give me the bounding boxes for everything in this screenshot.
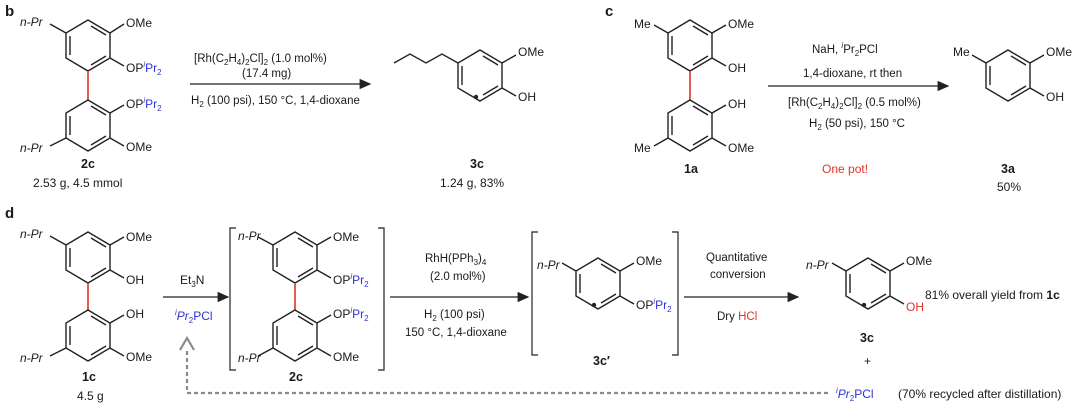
int2-ome: OMe: [636, 254, 662, 268]
prod-c-yield: 50%: [997, 180, 1021, 194]
d-prod-npr: n-Pr: [806, 258, 830, 272]
base-et3n: Et3N: [180, 273, 204, 289]
recycled-ipr2pcl: iPr2PCl: [836, 386, 874, 403]
panel-label-d: d: [5, 205, 14, 222]
int-npr-bot: n-Pr: [238, 351, 262, 365]
d-sm-npr-top: n-Pr: [20, 227, 44, 241]
d-prod-oh: OH: [906, 300, 924, 314]
int-op-bot: OPiPr2: [333, 306, 369, 323]
reagent-ipr2pcl: iPr2PCl: [175, 308, 213, 325]
quant-1: Quantitative: [706, 252, 767, 264]
bracket-right-3c-prime: [672, 231, 679, 356]
sm-op2: OPiPr2: [126, 96, 162, 113]
sm-ome-top: OMe: [126, 16, 152, 30]
prod-b-ome: OMe: [518, 45, 544, 59]
int-ome-top: OMe: [333, 230, 359, 244]
compound-2c-structure: [49, 19, 125, 152]
prod-c-oh: OH: [1046, 90, 1064, 104]
plus-sign: +: [864, 354, 871, 368]
d-sm-oh1: OH: [126, 273, 144, 287]
d-sm-amount: 4.5 g: [77, 389, 104, 403]
cond-c-1: NaH, iPr2PCl: [812, 41, 878, 58]
compound-label-3a: 3a: [1001, 162, 1016, 176]
compound-2c-intermediate-structure: [257, 231, 332, 362]
compound-label-1c: 1c: [82, 370, 96, 384]
compound-3c-structure: [393, 49, 517, 102]
bracket-left-3c-prime: [531, 231, 538, 356]
prod-b-oh: OH: [518, 90, 536, 104]
sm-amount: 2.53 g, 4.5 mmol: [33, 176, 122, 190]
int-ome-bot: OMe: [333, 350, 359, 364]
d-prod-ome: OMe: [906, 254, 932, 268]
sm-npr-bot: n-Pr: [20, 141, 44, 155]
cond-c-4: H2 (50 psi), 150 °C: [809, 118, 905, 132]
int2-npr: n-Pr: [537, 258, 561, 272]
cond-c-3: [Rh(C2H4)2Cl]2 (0.5 mol%): [788, 97, 921, 111]
panel-label-b: b: [5, 3, 14, 20]
cat-rhh: RhH(PPh3)4: [425, 253, 487, 267]
compound-3c-prime-structure: [561, 257, 635, 310]
compound-label-1a: 1a: [684, 162, 699, 176]
compound-3a-structure: [971, 49, 1045, 102]
compound-label-2c: 2c: [81, 157, 95, 171]
d-sm-oh2: OH: [126, 307, 144, 321]
prod-b-amount: 1.24 g, 83%: [440, 176, 504, 190]
panel-label-c: c: [605, 3, 613, 20]
quant-2: conversion: [710, 269, 766, 281]
cond-b-1: [Rh(C2H4)2Cl]2 (1.0 mol%): [194, 53, 327, 67]
d-sm-npr-bot: n-Pr: [20, 351, 44, 365]
sm-c-ome-top: OMe: [728, 17, 754, 31]
sm-ome-bot: OMe: [126, 140, 152, 154]
d-sm-ome-top: OMe: [126, 230, 152, 244]
recycle-dashed-arrow: [179, 335, 828, 395]
compound-1a-structure: [653, 19, 727, 152]
h2-pressure: H2 (100 psi): [424, 309, 485, 323]
sm-c-me-bot: Me: [634, 141, 651, 155]
int-op-top: OPiPr2: [333, 272, 369, 289]
cat-loading: (2.0 mol%): [430, 271, 486, 283]
compound-label-3c-b: 3c: [470, 157, 484, 171]
compound-label-3c-d: 3c: [860, 331, 874, 345]
prod-c-ome: OMe: [1046, 45, 1072, 59]
overall-yield: 81% overall yield from 1c: [925, 288, 1060, 302]
int2-op: OPiPr2: [636, 297, 672, 314]
one-pot-note: One pot!: [822, 162, 868, 176]
sm-c-me-top: Me: [634, 17, 651, 31]
sm-c-ome-bot: OMe: [728, 141, 754, 155]
sm-c-oh2: OH: [728, 97, 746, 111]
prod-c-me: Me: [953, 45, 970, 59]
dry-hcl: Dry HCl: [717, 311, 757, 323]
cond-c-2: 1,4-dioxane, rt then: [803, 68, 902, 80]
compound-1c-structure: [49, 231, 125, 362]
compound-label-3c-prime: 3c′: [593, 354, 610, 368]
cond-b-3: H2 (100 psi), 150 °C, 1,4-dioxane: [191, 95, 360, 109]
d-sm-ome-bot: OMe: [126, 350, 152, 364]
compound-label-2c-int: 2c: [289, 370, 303, 384]
temp-solvent: 150 °C, 1,4-dioxane: [405, 327, 507, 339]
sm-op1: OPiPr2: [126, 60, 162, 77]
cond-b-2: (17.4 mg): [242, 68, 291, 80]
bracket-left-2c: [229, 227, 236, 371]
recycle-note: (70% recycled after distillation): [898, 387, 1061, 401]
compound-3c-d-structure: [831, 257, 905, 310]
bracket-right-2c: [378, 227, 385, 371]
sm-npr-top: n-Pr: [20, 15, 44, 29]
int-npr-top: n-Pr: [238, 229, 262, 243]
sm-c-oh1: OH: [728, 61, 746, 75]
